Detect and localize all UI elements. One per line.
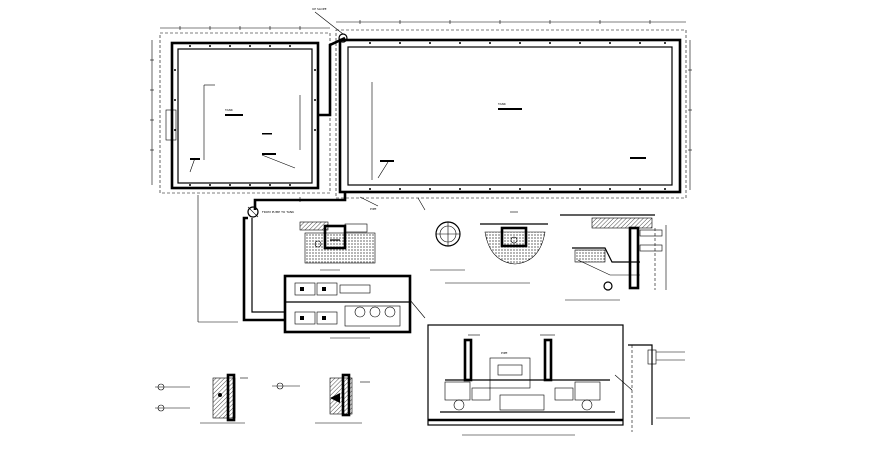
pump-room-plan	[283, 274, 426, 339]
wall-detail-section	[560, 214, 667, 301]
side-wall-section	[628, 344, 690, 432]
pipe-small-label: PIPE	[370, 207, 377, 211]
main-pipe: FROM PUMP TO TANK PIPE	[197, 192, 426, 323]
manhole-section	[445, 211, 548, 284]
tank-right-label: TANK	[497, 102, 507, 106]
pump-room-elevation: PIPE	[427, 324, 633, 436]
detail-2	[272, 373, 370, 424]
connecting-pipe: UP SLOPE	[312, 7, 348, 117]
top-callout: UP SLOPE	[312, 7, 327, 11]
right-tank-plan: TANK	[335, 20, 692, 199]
pump-note: PIPE	[501, 351, 508, 355]
manhole-plan	[430, 221, 465, 271]
left-tank-plan: TANK	[150, 26, 331, 194]
tank-left-label: TANK	[224, 108, 234, 112]
valve-pit-section	[299, 221, 376, 271]
detail-1	[155, 373, 248, 424]
main-pipe-label: FROM PUMP TO TANK	[262, 210, 295, 214]
